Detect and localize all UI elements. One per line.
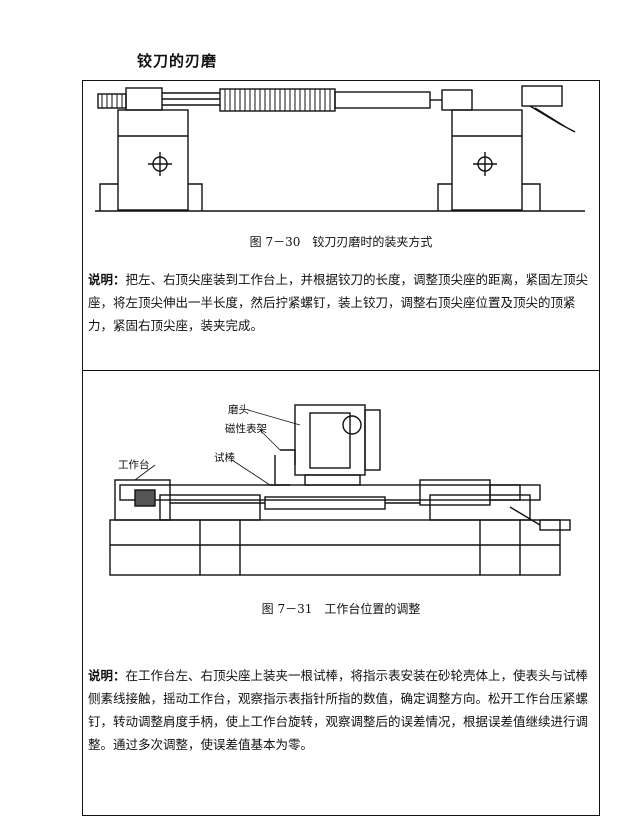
- figure-caption-7-30: 图 7－30 铰刀刃磨时的装夹方式: [249, 235, 433, 249]
- note-text: 在工作台左、右顶尖座上装夹一根试棒，将指示表安装在砂轮壳体上，使表头与试棒侧素线…: [88, 668, 589, 752]
- content-frame: [82, 80, 600, 816]
- label-magnetic-stand: 磁性表架: [225, 423, 267, 435]
- figure-reamer-clamping: [95, 85, 585, 212]
- label-test-bar: 试棒: [214, 452, 235, 464]
- label-grinding-head: 磨头: [228, 404, 249, 416]
- label-worktable: 工作台: [118, 459, 150, 471]
- note-label: 说明：: [88, 272, 126, 287]
- note-text: 把左、右顶尖座装到工作台上，并根据铰刀的长度，调整顶尖座的距离，紧固左顶尖座，将…: [88, 272, 589, 333]
- figure-caption-7-31: 图 7－31 工作台位置的调整: [261, 602, 421, 616]
- note-paragraph-1: 说明：把左、右顶尖座装到工作台上，并根据铰刀的长度，调整顶尖座的距离，紧固左顶尖…: [88, 268, 593, 337]
- section-divider: [82, 370, 600, 371]
- note-paragraph-2: 说明：在工作台左、右顶尖座上装夹一根试棒，将指示表安装在砂轮壳体上，使表头与试棒…: [88, 664, 593, 756]
- section-heading: 铰刀的刃磨: [137, 52, 218, 70]
- note-label: 说明：: [88, 668, 126, 683]
- figure-worktable-adjustment: [109, 404, 571, 576]
